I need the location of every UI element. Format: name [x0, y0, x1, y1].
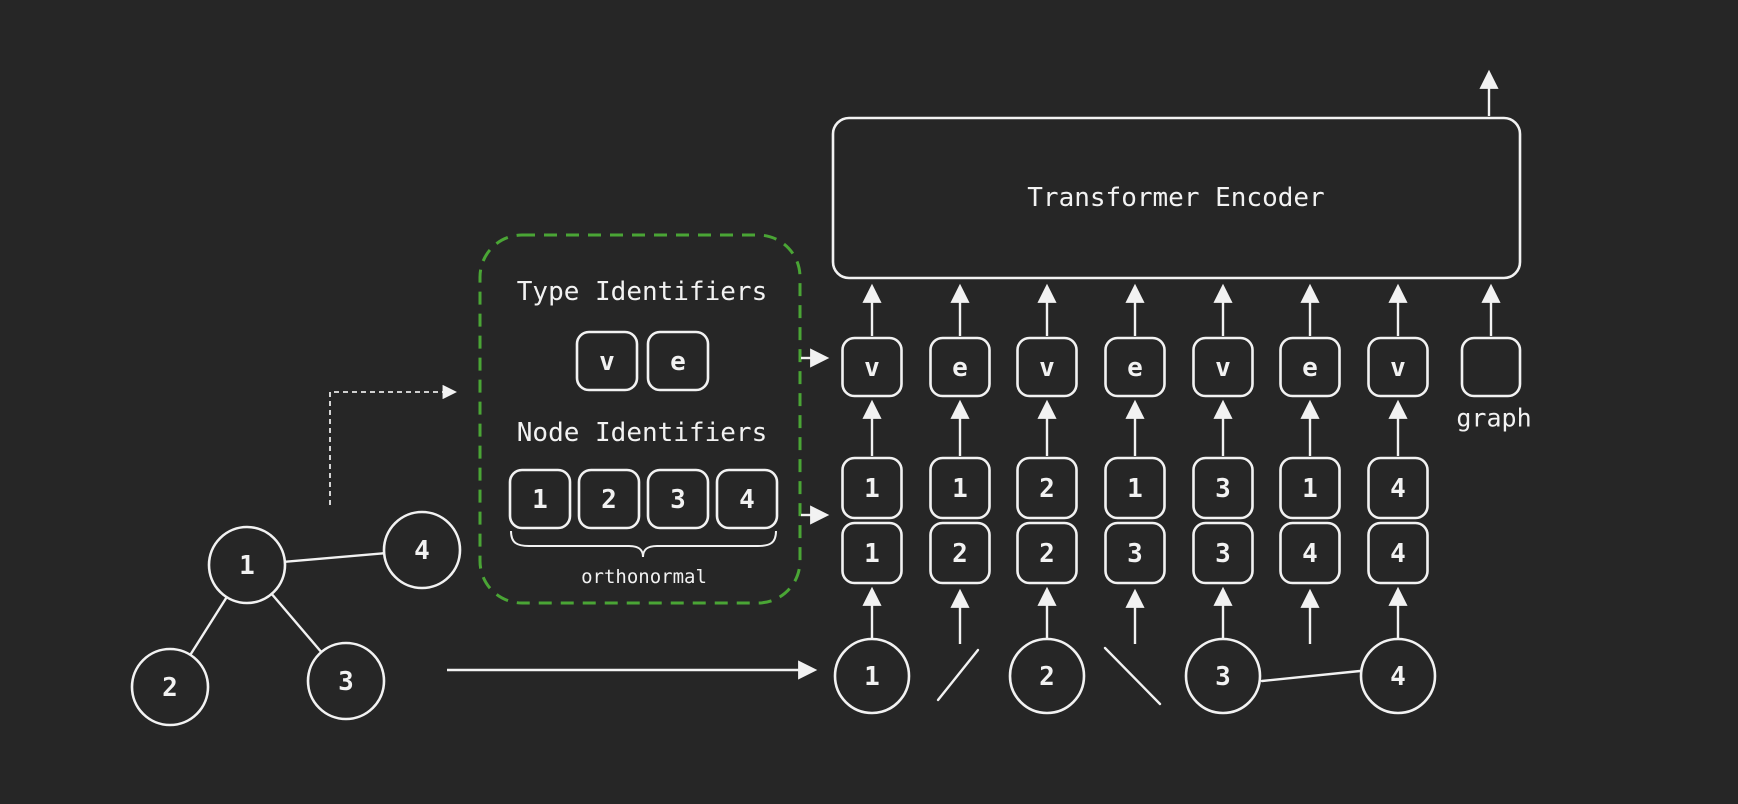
node-identifiers-header: Node Identifiers — [517, 418, 767, 448]
type-token-label: e — [1127, 353, 1143, 383]
node-id-row-bottom: 1 2 2 3 3 4 4 — [841, 521, 1429, 585]
type-token-label: v — [1390, 353, 1406, 383]
dashed-arrow-graph-to-panel — [329, 384, 457, 505]
panel-node-token-box — [646, 468, 710, 530]
node-id-label: 2 — [1039, 474, 1055, 504]
type-token-label: v — [864, 353, 880, 383]
node-id-label: 4 — [1390, 539, 1406, 569]
graph-node-4 — [382, 510, 462, 590]
node-id-row-top: 1 1 2 1 3 1 4 — [841, 456, 1429, 520]
panel-node-token-box — [508, 468, 572, 530]
panel-type-token-box — [575, 330, 639, 392]
node-id-box — [1104, 456, 1166, 520]
graph-node-label: 2 — [162, 673, 178, 703]
panel-node-token-label: 2 — [601, 485, 617, 515]
node-id-label: 3 — [1215, 539, 1231, 569]
item-node-label: 2 — [1039, 662, 1055, 692]
graph-token-box — [1460, 336, 1522, 398]
node-id-box — [1279, 456, 1341, 520]
node-id-label: 1 — [952, 474, 968, 504]
type-token-box — [841, 336, 903, 398]
graph-token-label: graph — [1456, 404, 1531, 433]
panel-type-token-label: e — [670, 347, 686, 377]
type-token-box — [1279, 336, 1341, 398]
item-node-1 — [833, 637, 911, 715]
panel-node-token-box — [715, 468, 779, 530]
item-node-3 — [1184, 637, 1262, 715]
panel-type-token-label: v — [599, 347, 615, 377]
edge-segment-1-4 — [1260, 669, 1362, 683]
type-token-label: v — [1039, 353, 1055, 383]
type-token-box — [1016, 336, 1078, 398]
transformer-encoder-label: Transformer Encoder — [1027, 183, 1324, 213]
node-id-label: 3 — [1215, 474, 1231, 504]
token-to-encoder-arrows — [862, 283, 1501, 336]
panel-type-token-box — [646, 330, 710, 392]
input-graph: 1 2 3 4 — [130, 510, 462, 727]
orthonormal-label: orthonormal — [581, 566, 707, 588]
graph-node-label: 4 — [414, 536, 430, 566]
identifier-panel-border — [478, 233, 802, 605]
type-token-box — [929, 336, 991, 398]
node-id-label: 2 — [1039, 539, 1055, 569]
item-node-label: 3 — [1215, 662, 1231, 692]
type-token-row: v e v e v e v graph — [841, 336, 1532, 433]
node-id-label: 4 — [1302, 539, 1318, 569]
node-id-box — [929, 456, 991, 520]
type-token-box — [1192, 336, 1254, 398]
graph-node-2 — [130, 647, 210, 727]
panel-node-token-label: 3 — [670, 485, 686, 515]
node-id-box — [1104, 521, 1166, 585]
node-to-type-arrows — [862, 399, 1408, 456]
graph-node-3 — [306, 641, 386, 721]
node-id-label: 1 — [864, 474, 880, 504]
edge-segment-1-2 — [936, 648, 980, 702]
node-id-label: 3 — [1127, 539, 1143, 569]
node-id-box — [1279, 521, 1341, 585]
node-id-box — [841, 456, 903, 520]
transformer-encoder-box — [831, 116, 1522, 280]
type-token-label: e — [952, 353, 968, 383]
node-id-box — [929, 521, 991, 585]
item-node-4 — [1359, 637, 1437, 715]
type-token-label: e — [1302, 353, 1318, 383]
node-id-label: 1 — [1127, 474, 1143, 504]
item-node-label: 1 — [864, 662, 880, 692]
type-token-box — [1367, 336, 1429, 398]
graph-node-1 — [207, 525, 287, 605]
node-id-box — [1192, 456, 1254, 520]
node-id-box — [1367, 521, 1429, 585]
item-node-label: 4 — [1390, 662, 1406, 692]
identifier-panel: Type Identifiers v e Node Identifiers 1 … — [478, 233, 830, 605]
panel-node-token-box — [577, 468, 641, 530]
type-identifiers-header: Type Identifiers — [517, 277, 767, 307]
node-id-label: 2 — [952, 539, 968, 569]
node-id-label: 4 — [1390, 474, 1406, 504]
node-id-box — [1016, 456, 1078, 520]
orthonormal-brace — [510, 530, 777, 558]
tokenized-items-row: 1 2 3 4 — [833, 637, 1437, 715]
panel-node-token-label: 1 — [532, 485, 548, 515]
node-id-box — [1016, 521, 1078, 585]
type-token-box — [1104, 336, 1166, 398]
item-to-node-arrows — [862, 586, 1408, 644]
node-id-box — [841, 521, 903, 585]
graph-node-label: 1 — [239, 551, 255, 581]
panel-node-token-label: 4 — [739, 485, 755, 515]
node-id-box — [1192, 521, 1254, 585]
node-id-label: 1 — [1302, 474, 1318, 504]
node-id-label: 1 — [864, 539, 880, 569]
item-node-2 — [1008, 637, 1086, 715]
edge-segment-1-3 — [1103, 646, 1162, 706]
graph-node-label: 3 — [338, 667, 354, 697]
transformer-encoder: Transformer Encoder — [831, 69, 1522, 280]
type-token-label: v — [1215, 353, 1231, 383]
node-id-box — [1367, 456, 1429, 520]
